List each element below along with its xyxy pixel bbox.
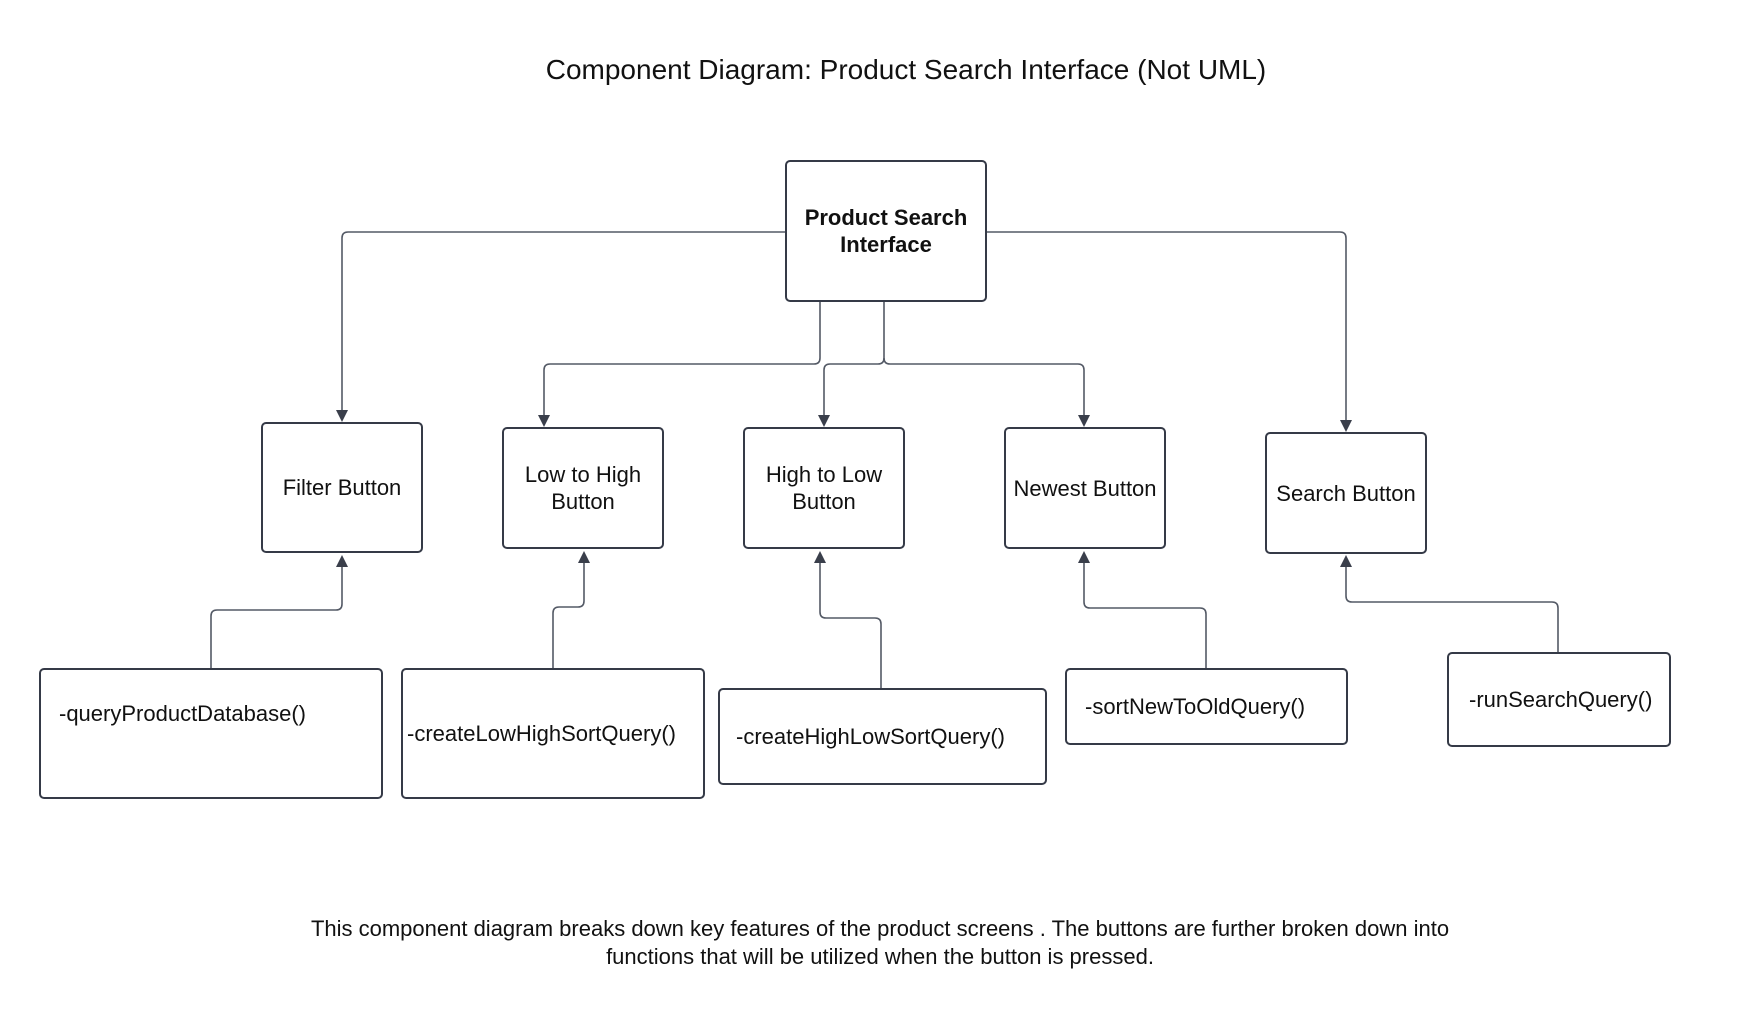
low-to-high-button-box: Low to High Button (502, 427, 664, 549)
connector-root-to-filter (336, 231, 785, 422)
create-high-low-sort-query-box: -createHighLowSortQuery() (718, 688, 1047, 785)
product-search-interface-label: Product Search Interface (804, 205, 968, 257)
newest-button-label: Newest Button (1013, 475, 1157, 501)
connector-root-to-newest (883, 357, 1090, 427)
diagram-title: Component Diagram: Product Search Interf… (545, 54, 1267, 85)
connector-root-to-high-low (818, 302, 885, 427)
create-low-high-sort-query-box: -createLowHighSortQuery() (401, 668, 705, 799)
low-to-high-button-label: Low to High Button (524, 462, 642, 514)
product-search-interface-box: Product Search Interface (785, 160, 987, 302)
connector-fn-to-search (1340, 555, 1559, 652)
newest-button-box: Newest Button (1004, 427, 1166, 549)
run-search-query-box: -runSearchQuery() (1447, 652, 1671, 747)
search-button-label: Search Button (1276, 480, 1416, 506)
query-product-database-box: -queryProductDatabase() (39, 668, 383, 799)
query-product-database-label: -queryProductDatabase() (59, 701, 307, 726)
filter-button-label: Filter Button (282, 475, 402, 500)
search-button-box: Search Button (1265, 432, 1427, 554)
connector-fn-to-high-low (814, 551, 882, 688)
connector-fn-to-newest (1078, 551, 1207, 668)
connector-root-to-search (984, 231, 1352, 432)
high-to-low-button-label: High to Low Button (765, 462, 883, 514)
diagram-caption: This component diagram breaks down key f… (310, 916, 1450, 969)
sort-new-to-old-query-box: -sortNewToOldQuery() (1065, 668, 1348, 745)
sort-new-to-old-query-label: -sortNewToOldQuery() (1085, 694, 1306, 719)
connector-root-to-low-high (538, 302, 821, 427)
high-to-low-button-box: High to Low Button (743, 427, 905, 549)
create-low-high-sort-query-label: -createLowHighSortQuery() (407, 721, 676, 746)
connector-fn-to-filter (210, 555, 348, 668)
run-search-query-label: -runSearchQuery() (1469, 687, 1653, 712)
create-high-low-sort-query-label: -createHighLowSortQuery() (736, 724, 1005, 749)
connector-fn-to-low-high (552, 551, 590, 668)
filter-button-box: Filter Button (261, 422, 423, 553)
